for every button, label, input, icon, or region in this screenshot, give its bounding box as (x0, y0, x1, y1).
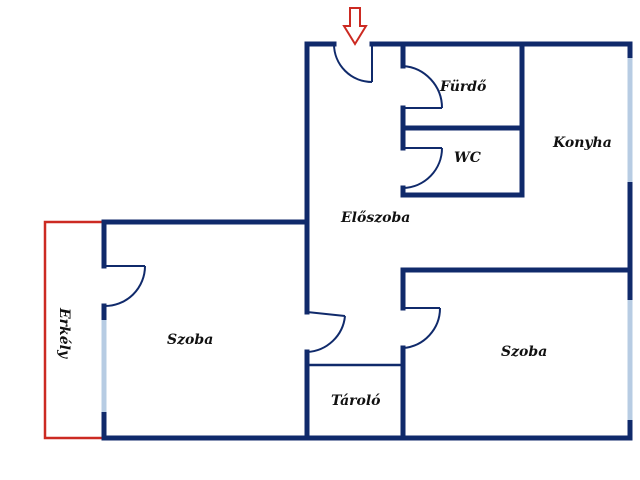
room-label-erkely: Erkély (56, 307, 72, 359)
right-room-door[interactable] (402, 307, 442, 349)
outer-walls (101, 41, 633, 441)
entrance-door[interactable] (333, 43, 373, 83)
room-label-szoba-right: Szoba (501, 344, 547, 360)
doors (103, 43, 444, 353)
bathroom-door[interactable] (402, 65, 444, 109)
room-label-furdo: Fürdő (439, 79, 487, 95)
room-label-wc: WC (454, 150, 481, 166)
wc-door[interactable] (402, 147, 443, 189)
room-label-eloszoba: Előszoba (340, 210, 410, 226)
balcony-outline (43, 220, 104, 440)
left-room-door[interactable] (103, 265, 146, 308)
room-label-konyha: Konyha (552, 135, 612, 151)
entrance-arrow-icon (342, 7, 368, 46)
interior-walls (304, 41, 633, 441)
room-label-szoba-left: Szoba (167, 332, 213, 348)
windows (101, 58, 633, 420)
room-label-tarolo: Tároló (331, 393, 381, 409)
storage-door[interactable] (306, 311, 346, 353)
